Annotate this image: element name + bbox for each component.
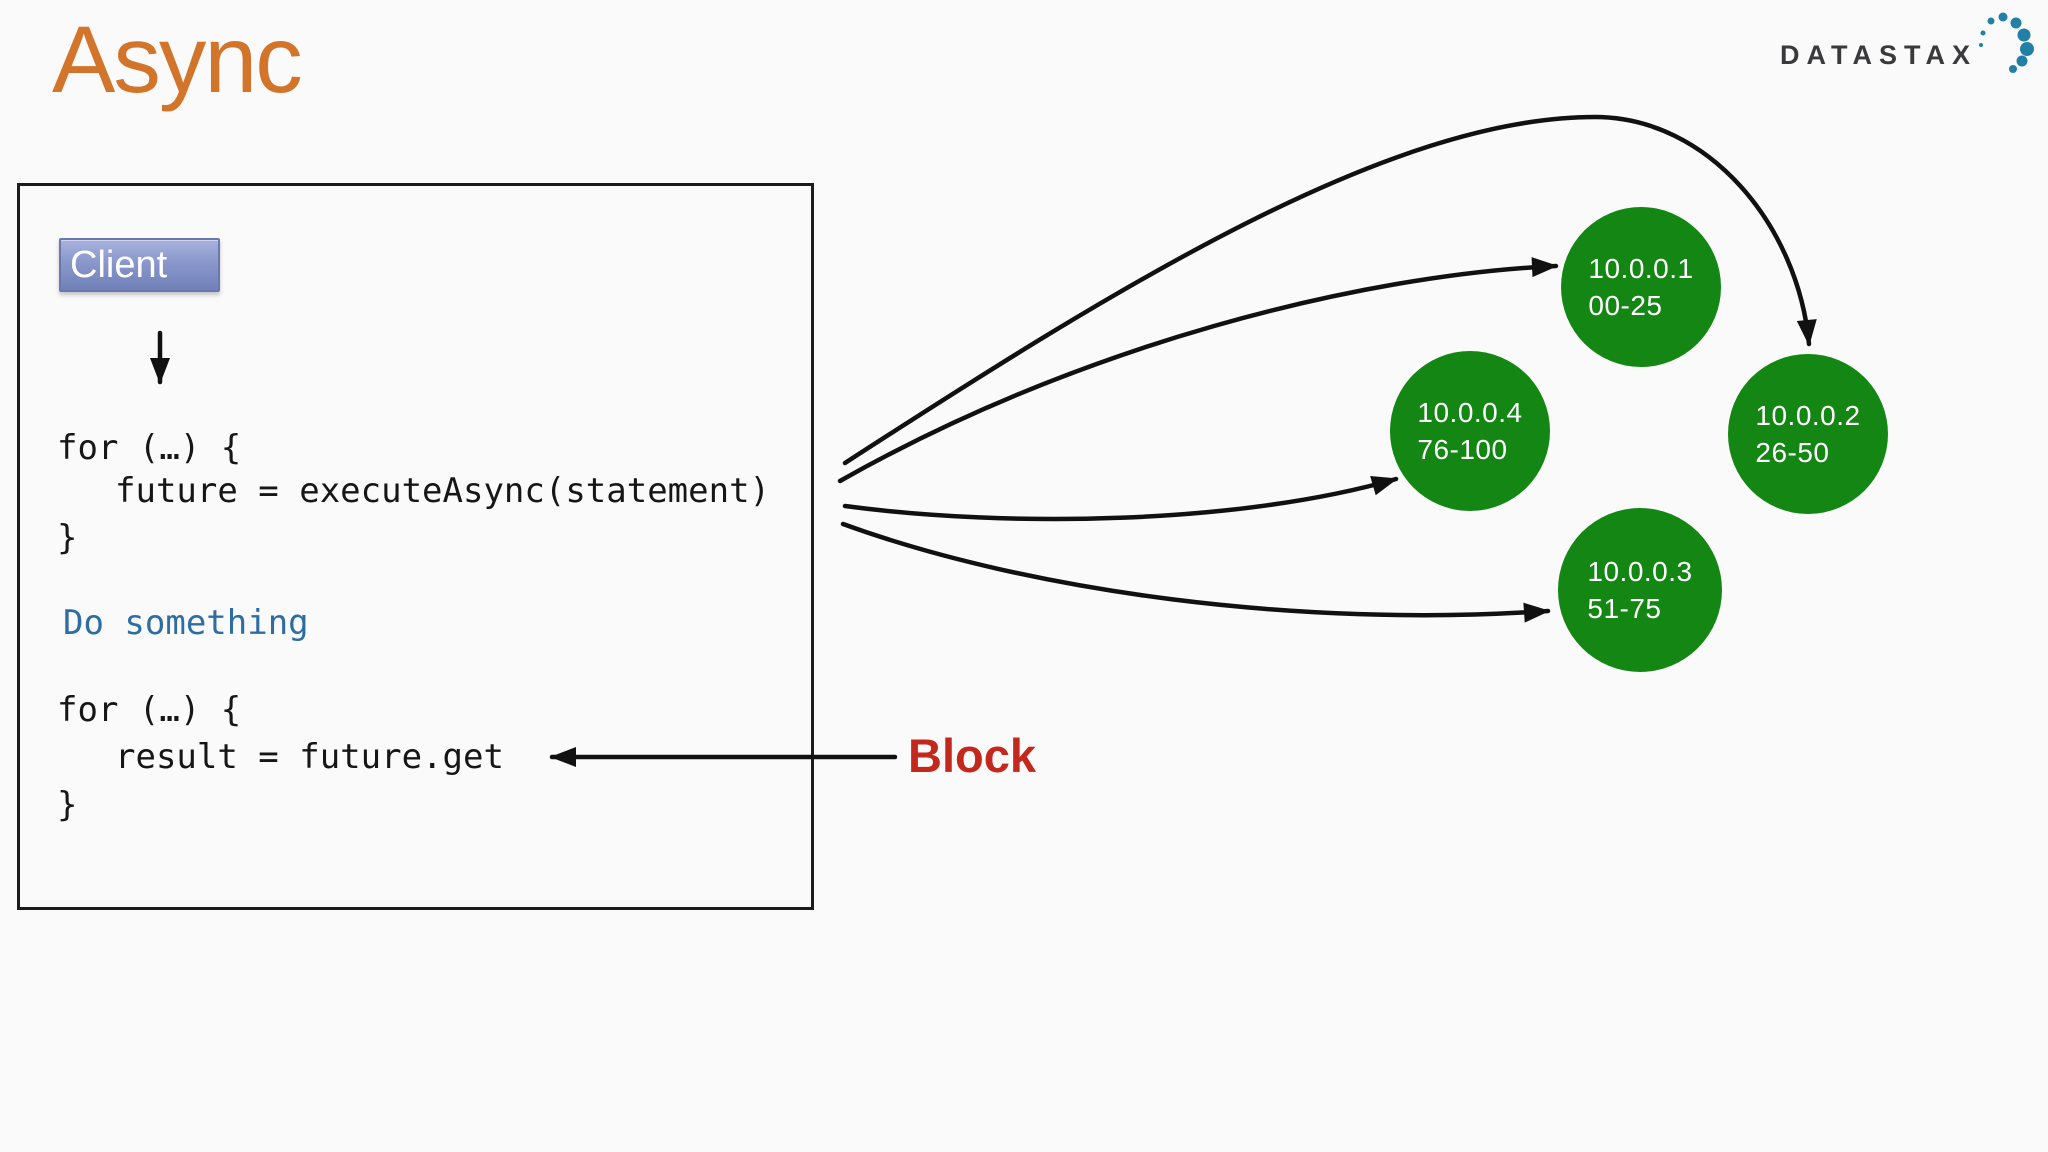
cluster-node-4: 10.0.0.4 76-100: [1390, 351, 1550, 511]
code-line-for-open-2: for (…) {: [57, 690, 242, 730]
node-ip: 10.0.0.1: [1588, 253, 1694, 284]
cluster-node-1: 10.0.0.1 00-25: [1561, 207, 1721, 367]
datastax-dots-icon: [1979, 12, 2034, 73]
slide-title: Async: [52, 7, 303, 113]
node-ip: 10.0.0.3: [1587, 556, 1693, 587]
code-line-close-1: }: [57, 518, 78, 558]
arrow-to-node-3: [840, 521, 1551, 623]
cluster-node-2: 10.0.0.2 26-50: [1728, 354, 1888, 514]
node-token-range: 76-100: [1417, 434, 1508, 465]
client-code-panel: [17, 183, 814, 910]
node-token-range: 00-25: [1588, 290, 1663, 321]
client-button: Client: [59, 238, 220, 292]
code-note-do-something: Do something: [63, 603, 309, 643]
arrow-to-node-4: [842, 476, 1399, 522]
client-button-label: Client: [70, 244, 168, 286]
node-token-range: 51-75: [1587, 593, 1662, 624]
datastax-logo-text: DATASTAX: [1780, 40, 1977, 70]
cluster-node-3: 10.0.0.3 51-75: [1558, 508, 1722, 672]
code-line-for-open-1: for (…) {: [57, 428, 242, 468]
node-token-range: 26-50: [1755, 437, 1830, 468]
code-line-close-2: }: [57, 785, 78, 825]
node-ip: 10.0.0.4: [1417, 397, 1523, 428]
block-annotation-label: Block: [908, 729, 1036, 782]
code-line-future-get: result = future.get: [115, 737, 504, 777]
node-ip: 10.0.0.2: [1755, 400, 1861, 431]
code-line-execute-async: future = executeAsync(statement): [115, 471, 771, 511]
datastax-logo: DATASTAX: [1780, 12, 2034, 80]
